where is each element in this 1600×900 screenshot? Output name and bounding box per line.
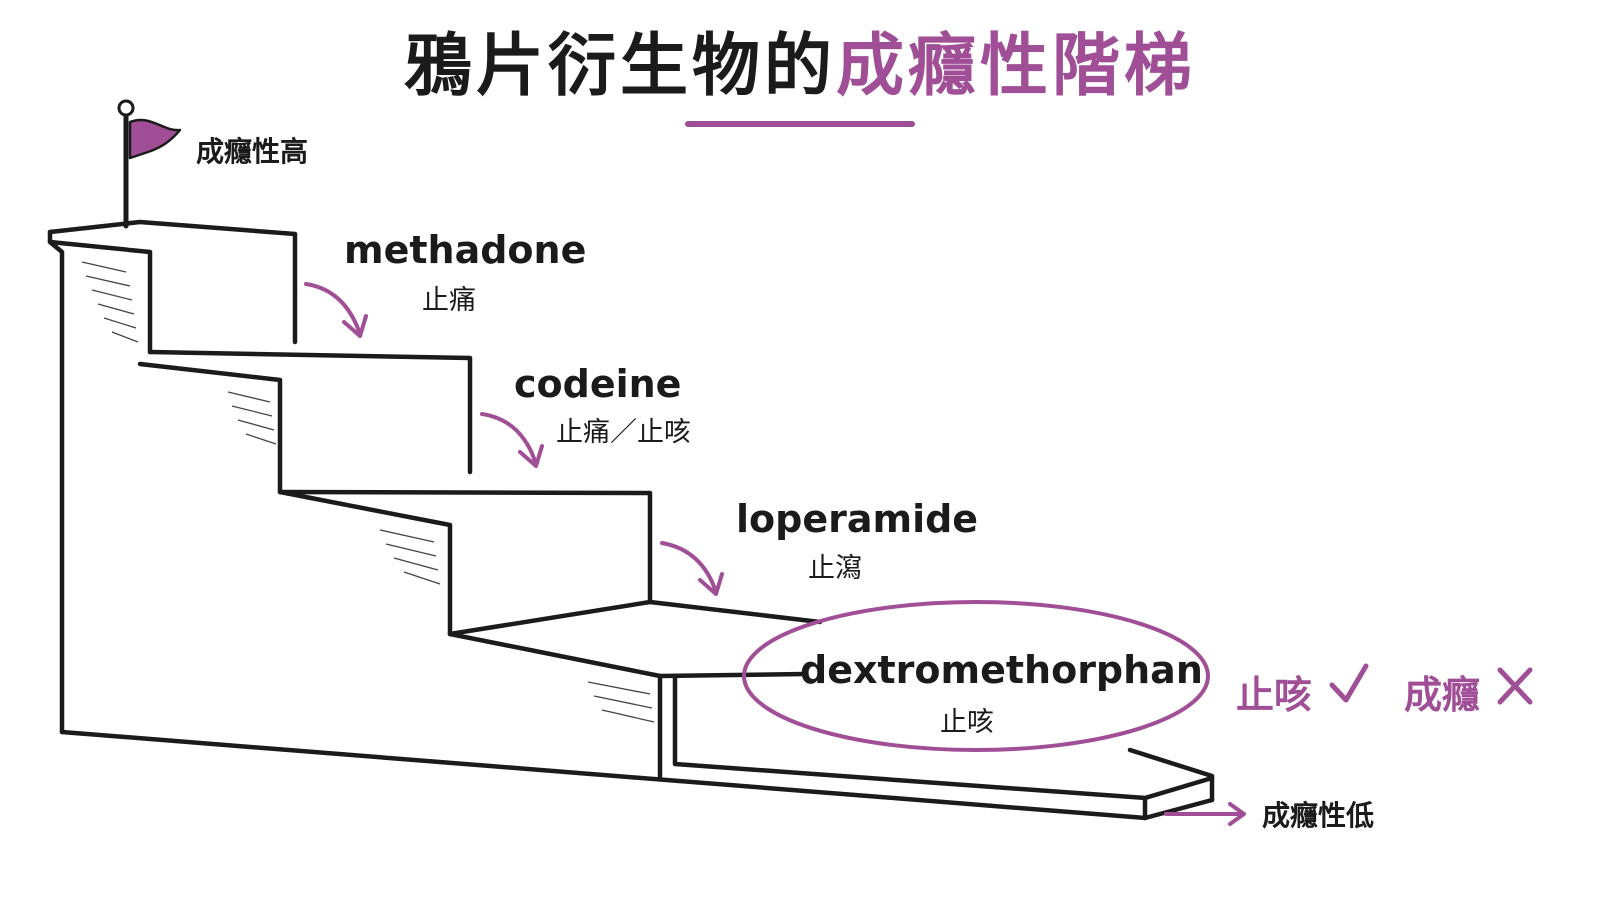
step-use-methadone: 止痛 — [422, 285, 476, 316]
curved-arrow-icon — [660, 541, 724, 596]
verdict-cough: 止咳 — [1236, 673, 1313, 717]
step-drug-loperamide: loperamide — [736, 497, 979, 541]
hatch-shading — [81, 261, 655, 723]
step-use-dextromethorphan: 止咳 — [940, 707, 994, 738]
curved-arrow-icon — [304, 282, 368, 338]
check-icon — [1329, 663, 1369, 703]
verdict-addiction-mark: ✕ — [1536, 672, 1537, 673]
step-drug-dextromethorphan: dextromethorphan — [800, 648, 1203, 692]
step-drug-codeine: codeine — [514, 362, 682, 406]
label-high-addiction: 成癮性高 — [196, 135, 309, 168]
title-part-1: 鴉片衍生物的 — [403, 27, 836, 106]
verdict-cough-mark: ✓ — [1371, 672, 1372, 673]
verdict-addiction: 成癮 — [1404, 673, 1481, 717]
cross-icon — [1497, 667, 1533, 705]
highlight-ellipse — [742, 600, 1210, 752]
arrow-right-icon — [1164, 802, 1246, 826]
title-part-2: 成癮性階梯 — [836, 27, 1197, 106]
curved-arrow-icon — [480, 412, 544, 468]
staircase — [47, 219, 1215, 821]
label-low-addiction: 成癮性低 — [1262, 799, 1375, 832]
step-use-loperamide: 止瀉 — [808, 553, 862, 584]
step-use-codeine: 止痛／止咳 — [556, 417, 691, 448]
flag-icon — [117, 99, 182, 229]
step-drug-methadone: methadone — [344, 228, 587, 272]
diagram-title: 鴉片衍生物的成癮性階梯 — [0, 22, 1600, 112]
